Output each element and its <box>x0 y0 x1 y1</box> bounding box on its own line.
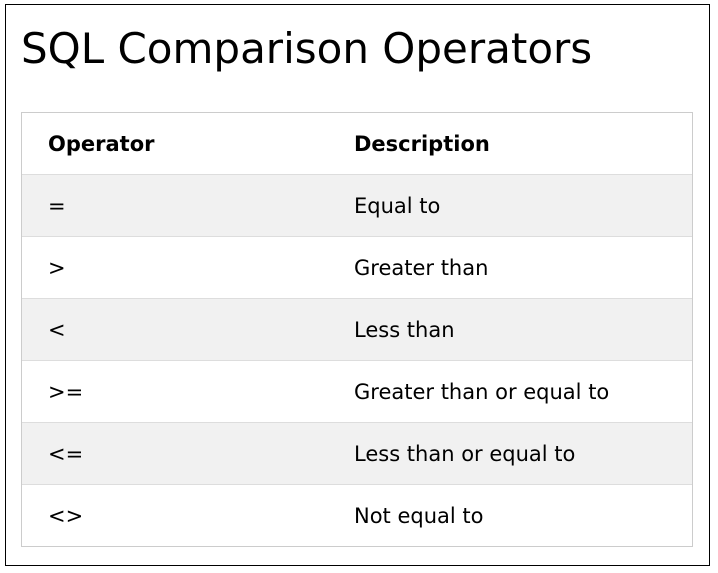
content-frame: SQL Comparison Operators Operator Descri… <box>5 4 710 566</box>
operator-cell: >= <box>48 379 84 404</box>
column-header-operator: Operator <box>48 131 155 156</box>
operator-cell: < <box>48 317 66 342</box>
operator-cell: > <box>48 255 66 280</box>
page-title: SQL Comparison Operators <box>21 24 593 73</box>
description-cell: Not equal to <box>354 503 484 528</box>
description-cell: Greater than or equal to <box>354 379 610 404</box>
operator-cell: = <box>48 193 66 218</box>
operator-cell: <> <box>48 503 84 528</box>
table-row: < Less than <box>22 298 692 360</box>
table-header-row: Operator Description <box>22 113 692 174</box>
table-row: <> Not equal to <box>22 484 692 546</box>
table-row: = Equal to <box>22 174 692 236</box>
table-row: <= Less than or equal to <box>22 422 692 484</box>
table-row: >= Greater than or equal to <box>22 360 692 422</box>
column-header-description: Description <box>354 131 490 156</box>
description-cell: Less than <box>354 317 455 342</box>
table-row: > Greater than <box>22 236 692 298</box>
description-cell: Equal to <box>354 193 441 218</box>
operator-cell: <= <box>48 441 84 466</box>
operators-table: Operator Description = Equal to > Greate… <box>21 112 693 547</box>
description-cell: Less than or equal to <box>354 441 576 466</box>
description-cell: Greater than <box>354 255 489 280</box>
